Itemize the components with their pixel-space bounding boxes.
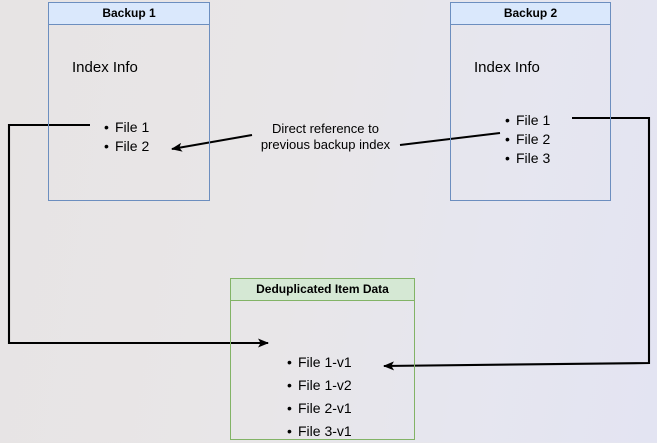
list-item: File 3-v1 bbox=[287, 420, 352, 443]
list-item: File 1-v1 bbox=[287, 351, 352, 374]
backup-1-body: Index Info File 1 File 2 bbox=[49, 25, 209, 200]
backup-2-index-info-label: Index Info bbox=[474, 59, 540, 76]
list-item: File 3 bbox=[505, 149, 550, 168]
backup-1-node[interactable]: Backup 1 Index Info File 1 File 2 bbox=[48, 2, 210, 201]
list-item: File 1 bbox=[505, 111, 550, 130]
deduplicated-item-data-node[interactable]: Deduplicated Item Data File 1-v1 File 1-… bbox=[230, 278, 415, 443]
backup-2-file-list: File 1 File 2 File 3 bbox=[502, 111, 550, 168]
list-item: File 2-v1 bbox=[287, 397, 352, 420]
dedup-file-list: File 1-v1 File 1-v2 File 2-v1 File 3-v1 bbox=[284, 351, 352, 443]
list-item: File 1-v2 bbox=[287, 374, 352, 397]
list-item: File 2 bbox=[505, 130, 550, 149]
backup-1-index-info-label: Index Info bbox=[72, 59, 138, 76]
deduplicated-item-data-header: Deduplicated Item Data bbox=[231, 279, 414, 301]
backup-2-body: Index Info File 1 File 2 File 3 bbox=[451, 25, 610, 200]
backup-1-header: Backup 1 bbox=[49, 3, 209, 25]
deduplicated-item-data-body: File 1-v1 File 1-v2 File 2-v1 File 3-v1 bbox=[231, 301, 414, 443]
direct-reference-caption: Direct reference to previous backup inde… bbox=[247, 121, 404, 153]
caption-line-2: previous backup index bbox=[260, 137, 391, 152]
caption-line-1: Direct reference to bbox=[272, 121, 379, 136]
list-item: File 1 bbox=[104, 118, 149, 137]
list-item: File 2 bbox=[104, 137, 149, 156]
backup-2-node[interactable]: Backup 2 Index Info File 1 File 2 File 3 bbox=[450, 2, 611, 201]
backup-1-file-list: File 1 File 2 bbox=[101, 118, 149, 156]
backup-2-header: Backup 2 bbox=[451, 3, 610, 25]
